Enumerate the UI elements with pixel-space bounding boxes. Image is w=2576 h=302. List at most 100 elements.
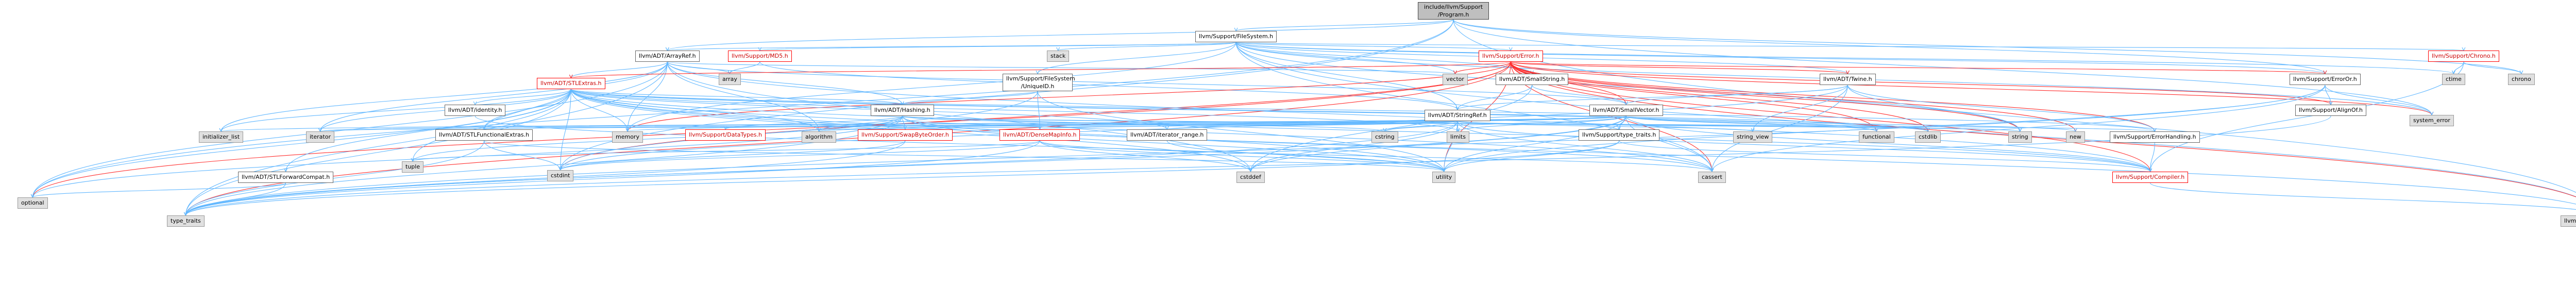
dependency-edge: [570, 89, 1877, 132]
dependency-edge: [32, 19, 1454, 198]
dependency-edge: [474, 89, 571, 105]
node-memory[interactable]: memory: [612, 131, 643, 143]
node-chrono[interactable]: chrono: [2508, 74, 2535, 85]
dependency-edge: [759, 42, 1236, 51]
dependency-edge: [1457, 121, 1713, 172]
node-algorithm[interactable]: algorithm: [802, 131, 837, 143]
dependency-edge: [1444, 115, 1626, 172]
dependency-edge: [902, 115, 1445, 172]
dependency-edge: [2325, 85, 2331, 105]
dependency-edge: [1457, 121, 2021, 132]
node-smallvector-h[interactable]: llvm/ADT/SmallVector.h: [1589, 105, 1663, 116]
node-array[interactable]: array: [719, 74, 741, 85]
dependency-edge: [570, 89, 628, 132]
node-hashing-h[interactable]: llvm/ADT/Hashing.h: [871, 105, 934, 116]
node-cstdint[interactable]: cstdint: [547, 170, 574, 181]
root-label-line2: /Program.h: [1437, 11, 1469, 18]
node-iterator-range-h[interactable]: llvm/ADT/iterator_range.h: [1127, 129, 1208, 141]
node-string-view[interactable]: string_view: [1733, 131, 1773, 143]
node-identity-h[interactable]: llvm/ADT/identity.h: [445, 105, 506, 116]
dependency-edge: [1235, 42, 1713, 172]
dependency-edge: [1847, 85, 2155, 132]
dependency-edge: [2150, 142, 2155, 172]
dependency-edge: [185, 140, 485, 216]
dependency-edge: [1510, 61, 2576, 197]
dependency-edge: [1166, 121, 1458, 130]
node-iterator[interactable]: iterator: [306, 131, 334, 143]
dependency-edge: [185, 140, 1620, 216]
dependency-edge: [570, 89, 2151, 172]
dependency-edge: [1444, 85, 2326, 172]
dependency-edge: [412, 89, 571, 162]
node-swapbyteorder-h[interactable]: llvm/Support/SwapByteOrder.h: [858, 129, 953, 141]
node-stlfunctionalextras-h[interactable]: llvm/ADT/STLFunctionalExtras.h: [435, 129, 533, 141]
dependency-edge: [667, 61, 730, 74]
node-functional[interactable]: functional: [1859, 131, 1894, 143]
node-stlforwardcompat-h[interactable]: llvm/ADT/STLForwardCompat.h: [238, 172, 334, 183]
fsunique-label-line1: llvm/Support/FileSystem: [1006, 75, 1075, 82]
dependency-edge: [667, 61, 820, 132]
node-vector[interactable]: vector: [1443, 74, 1468, 85]
node-filesystem-h[interactable]: llvm/Support/FileSystem.h: [1195, 31, 1277, 42]
node-new[interactable]: new: [2066, 131, 2085, 143]
node-llvm-config-h[interactable]: llvm/Config/llvm-config.h: [2561, 215, 2576, 227]
node-cstdlib[interactable]: cstdlib: [1915, 131, 1941, 143]
node-twine-h[interactable]: llvm/ADT/Twine.h: [1820, 74, 1876, 85]
node-stack[interactable]: stack: [1047, 51, 1070, 62]
dependency-edge: [570, 89, 903, 105]
node-optional[interactable]: optional: [18, 197, 48, 209]
dependency-edge: [185, 61, 668, 216]
dependency-edge: [484, 140, 1445, 172]
dependency-edge: [32, 61, 1511, 198]
node-densemapinfo-h[interactable]: llvm/ADT/DenseMapInfo.h: [999, 129, 1080, 141]
node-program-h-root[interactable]: include/llvm/Support /Program.h: [1418, 2, 1489, 20]
node-tuple[interactable]: tuple: [402, 161, 424, 173]
node-ctime[interactable]: ctime: [2442, 74, 2465, 85]
dependency-edge: [1625, 115, 1877, 132]
dependency-edge: [185, 182, 286, 216]
node-smallstring-h[interactable]: llvm/ADT/SmallString.h: [1496, 74, 1569, 85]
dependency-edge: [1235, 19, 1454, 31]
node-arrayref-h[interactable]: llvm/ADT/ArrayRef.h: [635, 51, 700, 62]
node-string[interactable]: string: [2008, 131, 2032, 143]
node-erroror-h[interactable]: llvm/Support/ErrorOr.h: [2290, 74, 2361, 85]
dependency-edge: [1235, 42, 2454, 74]
dependency-edge: [1235, 42, 1511, 51]
node-error-h[interactable]: llvm/Support/Error.h: [1479, 51, 1543, 62]
node-errorhandling-h[interactable]: llvm/Support/ErrorHandling.h: [2110, 131, 2200, 143]
dependency-edge: [319, 121, 1458, 132]
node-datatypes-h[interactable]: llvm/Support/DataTypes.h: [685, 129, 766, 141]
node-utility[interactable]: utility: [1432, 172, 1456, 183]
node-type-traits[interactable]: type_traits: [167, 215, 205, 227]
node-type-traits-h[interactable]: llvm/Support/type_traits.h: [1579, 129, 1660, 141]
dependency-edge: [1039, 140, 1713, 172]
dependency-edge: [319, 115, 1626, 132]
dependency-edge: [474, 115, 1445, 172]
node-system-error[interactable]: system_error: [2410, 115, 2454, 126]
dependency-edge: [1619, 140, 2151, 172]
dependency-edge: [1058, 42, 1236, 51]
dependency-edge: [759, 61, 1458, 110]
node-filesystem-uniqueid-h[interactable]: llvm/Support/FileSystem /UniqueID.h: [1003, 74, 1075, 91]
dependency-edge: [667, 61, 903, 105]
node-stlextras-h[interactable]: llvm/ADT/STLExtras.h: [537, 78, 605, 89]
dependency-edge: [1444, 140, 1620, 172]
dependency-edge: [1039, 140, 1445, 172]
dependency-edge: [1453, 19, 2432, 115]
node-stringref-h[interactable]: llvm/ADT/StringRef.h: [1425, 110, 1490, 121]
node-limits[interactable]: limits: [1447, 131, 1469, 143]
node-md5-h[interactable]: llvm/Support/MD5.h: [728, 51, 792, 62]
dependency-edge: [1039, 121, 1458, 130]
node-cstddef[interactable]: cstddef: [1236, 172, 1265, 183]
node-chrono-h[interactable]: llvm/Support/Chrono.h: [2428, 51, 2499, 62]
dependency-edge: [570, 89, 1167, 130]
node-cassert[interactable]: cassert: [1698, 172, 1726, 183]
dependency-edge: [412, 140, 1040, 162]
node-alignof-h[interactable]: llvm/Support/AlignOf.h: [2295, 105, 2367, 116]
dependency-edge: [1457, 85, 1533, 110]
node-compiler-h[interactable]: llvm/Support/Compiler.h: [2112, 172, 2189, 183]
node-cstring[interactable]: cstring: [1371, 131, 1398, 143]
dependency-edge: [627, 115, 1626, 132]
node-initializer-list[interactable]: initializer_list: [199, 131, 244, 143]
dependency-edge: [2463, 61, 2522, 74]
